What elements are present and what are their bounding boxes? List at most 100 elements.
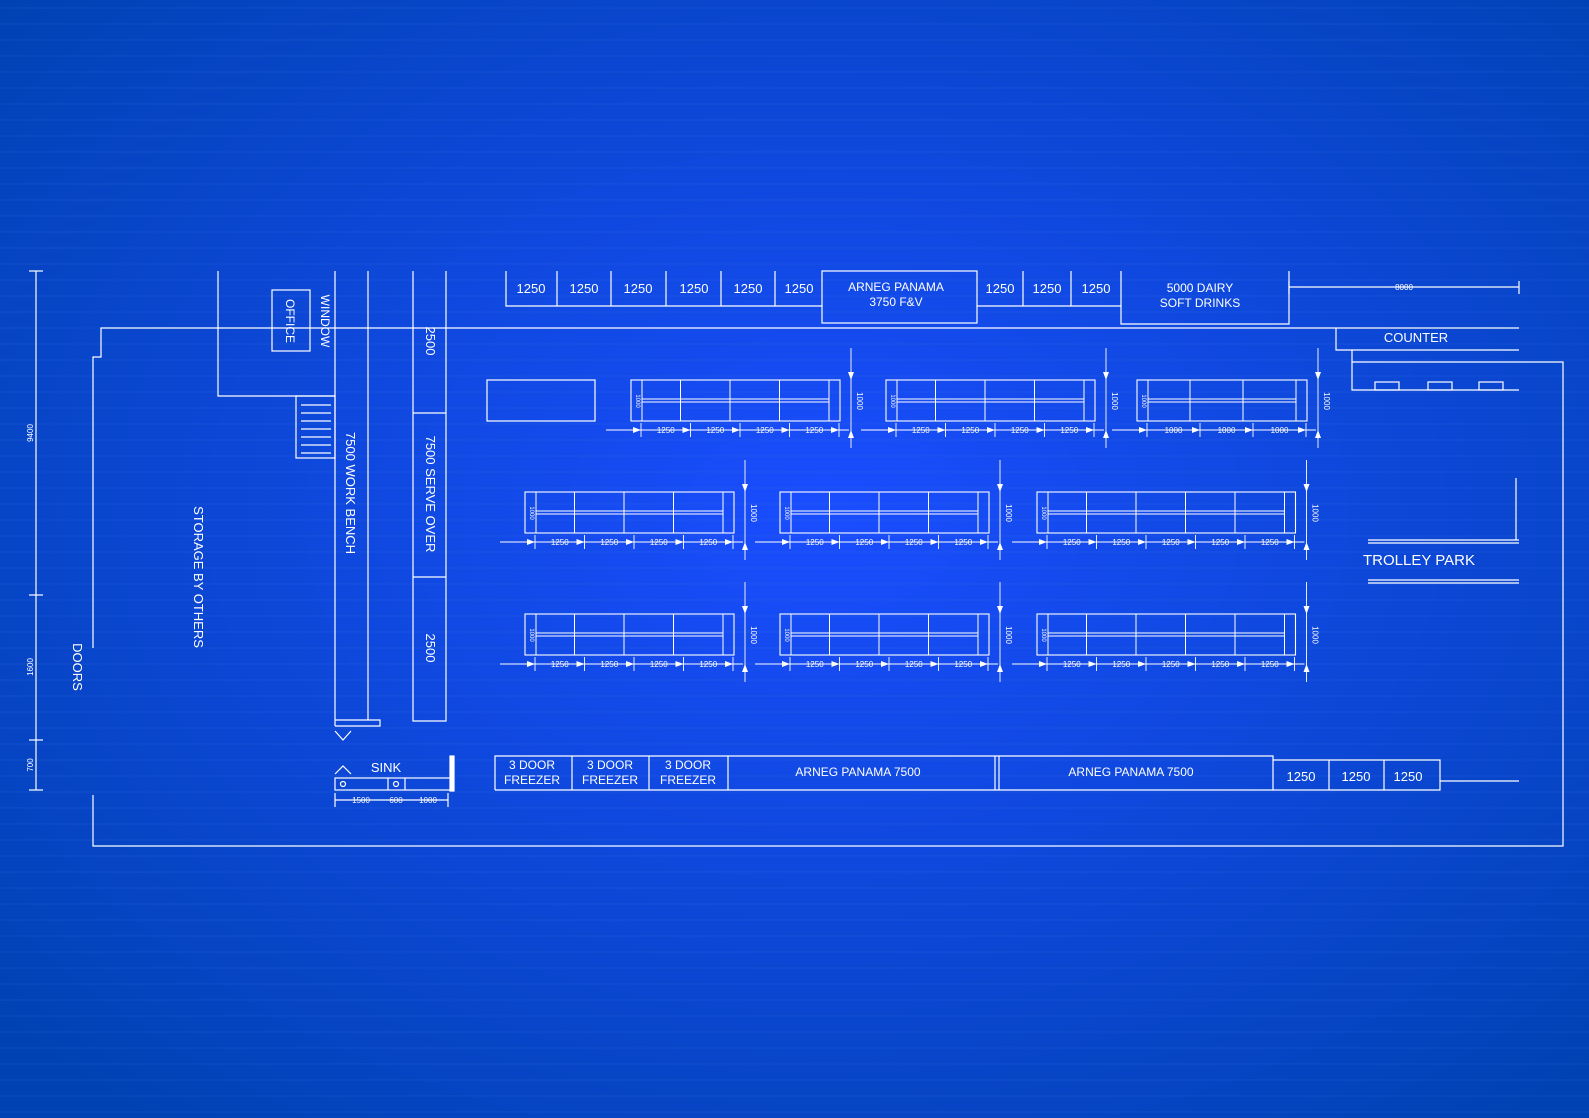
gondola-unit-dim: 1000 — [1218, 426, 1236, 435]
gondola-unit-dim: 1250 — [1211, 660, 1229, 669]
gondola-unit-dim: 1250 — [600, 538, 618, 547]
freezer-3-line1: 3 DOOR — [665, 758, 711, 772]
sink-dim-1000: 1000 — [419, 796, 437, 805]
serveover-top-label: 2500 — [423, 327, 438, 356]
gondola-unit-dim: 1250 — [706, 426, 724, 435]
gondola-end-dim: 1000 — [783, 506, 789, 520]
bottom-unit-2: 1250 — [1342, 769, 1371, 784]
workbench-label: 7500 WORK BENCH — [343, 432, 358, 554]
gondola-unit-dim: 1250 — [1211, 538, 1229, 547]
gondola-end-dim: 1000 — [1040, 628, 1046, 642]
freezer-2-line1: 3 DOOR — [587, 758, 633, 772]
sink-label: SINK — [371, 760, 402, 775]
top-unit-6: 1250 — [785, 281, 814, 296]
gondola-unit-dim: 1250 — [650, 538, 668, 547]
trolley-park-label: TROLLEY PARK — [1363, 552, 1475, 569]
arneg-top-label-1: ARNEG PANAMA — [848, 280, 944, 294]
bottom-unit-3: 1250 — [1394, 769, 1423, 784]
gondola-unit-dim: 1250 — [806, 660, 824, 669]
gondola-unit-dim: 1250 — [1063, 660, 1081, 669]
gondola-unit-dim: 1250 — [1112, 660, 1130, 669]
wall-lines — [29, 270, 1564, 847]
gondola-end-dim: 1000 — [528, 506, 534, 520]
bottom-unit-1: 1250 — [1287, 769, 1316, 784]
gondola-unit-dim: 1250 — [1112, 538, 1130, 547]
gondola-unit-dim: 1250 — [657, 426, 675, 435]
gondola-unit-dim: 1000 — [1165, 426, 1183, 435]
gondola-end-dim: 1000 — [528, 628, 534, 642]
gondola-unit-dim: 1250 — [1162, 538, 1180, 547]
top-unit-3: 1250 — [624, 281, 653, 296]
gondola-unit-dim: 1250 — [855, 538, 873, 547]
left-dim-700: 700 — [26, 758, 35, 772]
left-dim-9400: 9400 — [26, 424, 35, 442]
gondola-depth-dim: 1000 — [1322, 392, 1331, 410]
dim-8000-label: 8000 — [1395, 283, 1413, 292]
gondola-unit-dim: 1250 — [1162, 660, 1180, 669]
plan-labels: OFFICE WINDOW 7500 WORK BENCH 2500 7500 … — [26, 280, 1475, 805]
top-unit-4: 1250 — [680, 281, 709, 296]
gondola-end-dim: 1000 — [1040, 506, 1046, 520]
gondola-unit-dim: 1250 — [1011, 426, 1029, 435]
top-unit-7: 1250 — [986, 281, 1015, 296]
window-label: WINDOW — [318, 295, 332, 348]
gondola-unit-dim: 1250 — [855, 660, 873, 669]
freezer-1-line1: 3 DOOR — [509, 758, 555, 772]
gondola-unit-dim: 1250 — [650, 660, 668, 669]
gondola-end-dim: 1000 — [1140, 394, 1146, 408]
gondola-unit-dim: 1250 — [699, 538, 717, 547]
gondola-unit-dim: 1250 — [961, 426, 979, 435]
gondola-unit-dim: 1250 — [600, 660, 618, 669]
gondola-depth-dim: 1000 — [855, 392, 864, 410]
arneg-bottom-label-a: ARNEG PANAMA 7500 — [795, 765, 920, 779]
top-unit-9: 1250 — [1082, 281, 1111, 296]
storage-label: STORAGE BY OTHERS — [191, 506, 206, 648]
gondola-unit-dim: 1250 — [1261, 538, 1279, 547]
gondola-unit-dim: 1250 — [1060, 426, 1078, 435]
dairy-label-1: 5000 DAIRY — [1167, 281, 1234, 295]
gondola-depth-dim: 1000 — [1004, 504, 1013, 522]
left-dim-1600: 1600 — [26, 658, 35, 676]
gondola-unit-dim: 1250 — [905, 538, 923, 547]
top-unit-8: 1250 — [1033, 281, 1062, 296]
gondola-r1c: 1000 1000 1000 1000 1000 — [1112, 348, 1331, 448]
gondola-unit-dim: 1250 — [551, 660, 569, 669]
gondola-unit-dim: 1000 — [1271, 426, 1289, 435]
gondola-unit-dim: 1250 — [905, 660, 923, 669]
gondola-depth-dim: 1000 — [1311, 626, 1320, 644]
gondola-end-dim: 1000 — [783, 628, 789, 642]
gondola-depth-dim: 1000 — [749, 504, 758, 522]
gondola-r2b: 1250 1250 1250 1250 1000 1000 — [755, 460, 1013, 560]
gondola-unit-dim: 1250 — [806, 538, 824, 547]
gondola-end-dim: 1000 — [634, 394, 640, 408]
serveover-label: 7500 SERVE OVER — [423, 436, 438, 553]
top-unit-2: 1250 — [570, 281, 599, 296]
gondola-end-dim: 1000 — [889, 394, 895, 408]
top-unit-5: 1250 — [734, 281, 763, 296]
gondola-unit-dim: 1250 — [805, 426, 823, 435]
counter-label: COUNTER — [1384, 330, 1448, 345]
sink-dim-600: 600 — [389, 796, 403, 805]
gondola-unit-dim: 1250 — [699, 660, 717, 669]
doors-label: DOORS — [70, 643, 85, 691]
gondola-unit-dim: 1250 — [912, 426, 930, 435]
arneg-top-label-2: 3750 F&V — [869, 295, 922, 309]
gondola-unit-dim: 1250 — [954, 538, 972, 547]
office-label: OFFICE — [283, 299, 297, 343]
serveover-bottom-label: 2500 — [423, 634, 438, 663]
arneg-bottom-label-b: ARNEG PANAMA 7500 — [1068, 765, 1193, 779]
gondola-r3b: 1250 1250 1250 1250 1000 1000 — [755, 582, 1013, 682]
gondola-depth-dim: 1000 — [1004, 626, 1013, 644]
gondola-depth-dim: 1000 — [1311, 504, 1320, 522]
grid-lines — [0, 7, 1589, 1113]
gondola-unit-dim: 1250 — [551, 538, 569, 547]
gondola-unit-dim: 1250 — [954, 660, 972, 669]
